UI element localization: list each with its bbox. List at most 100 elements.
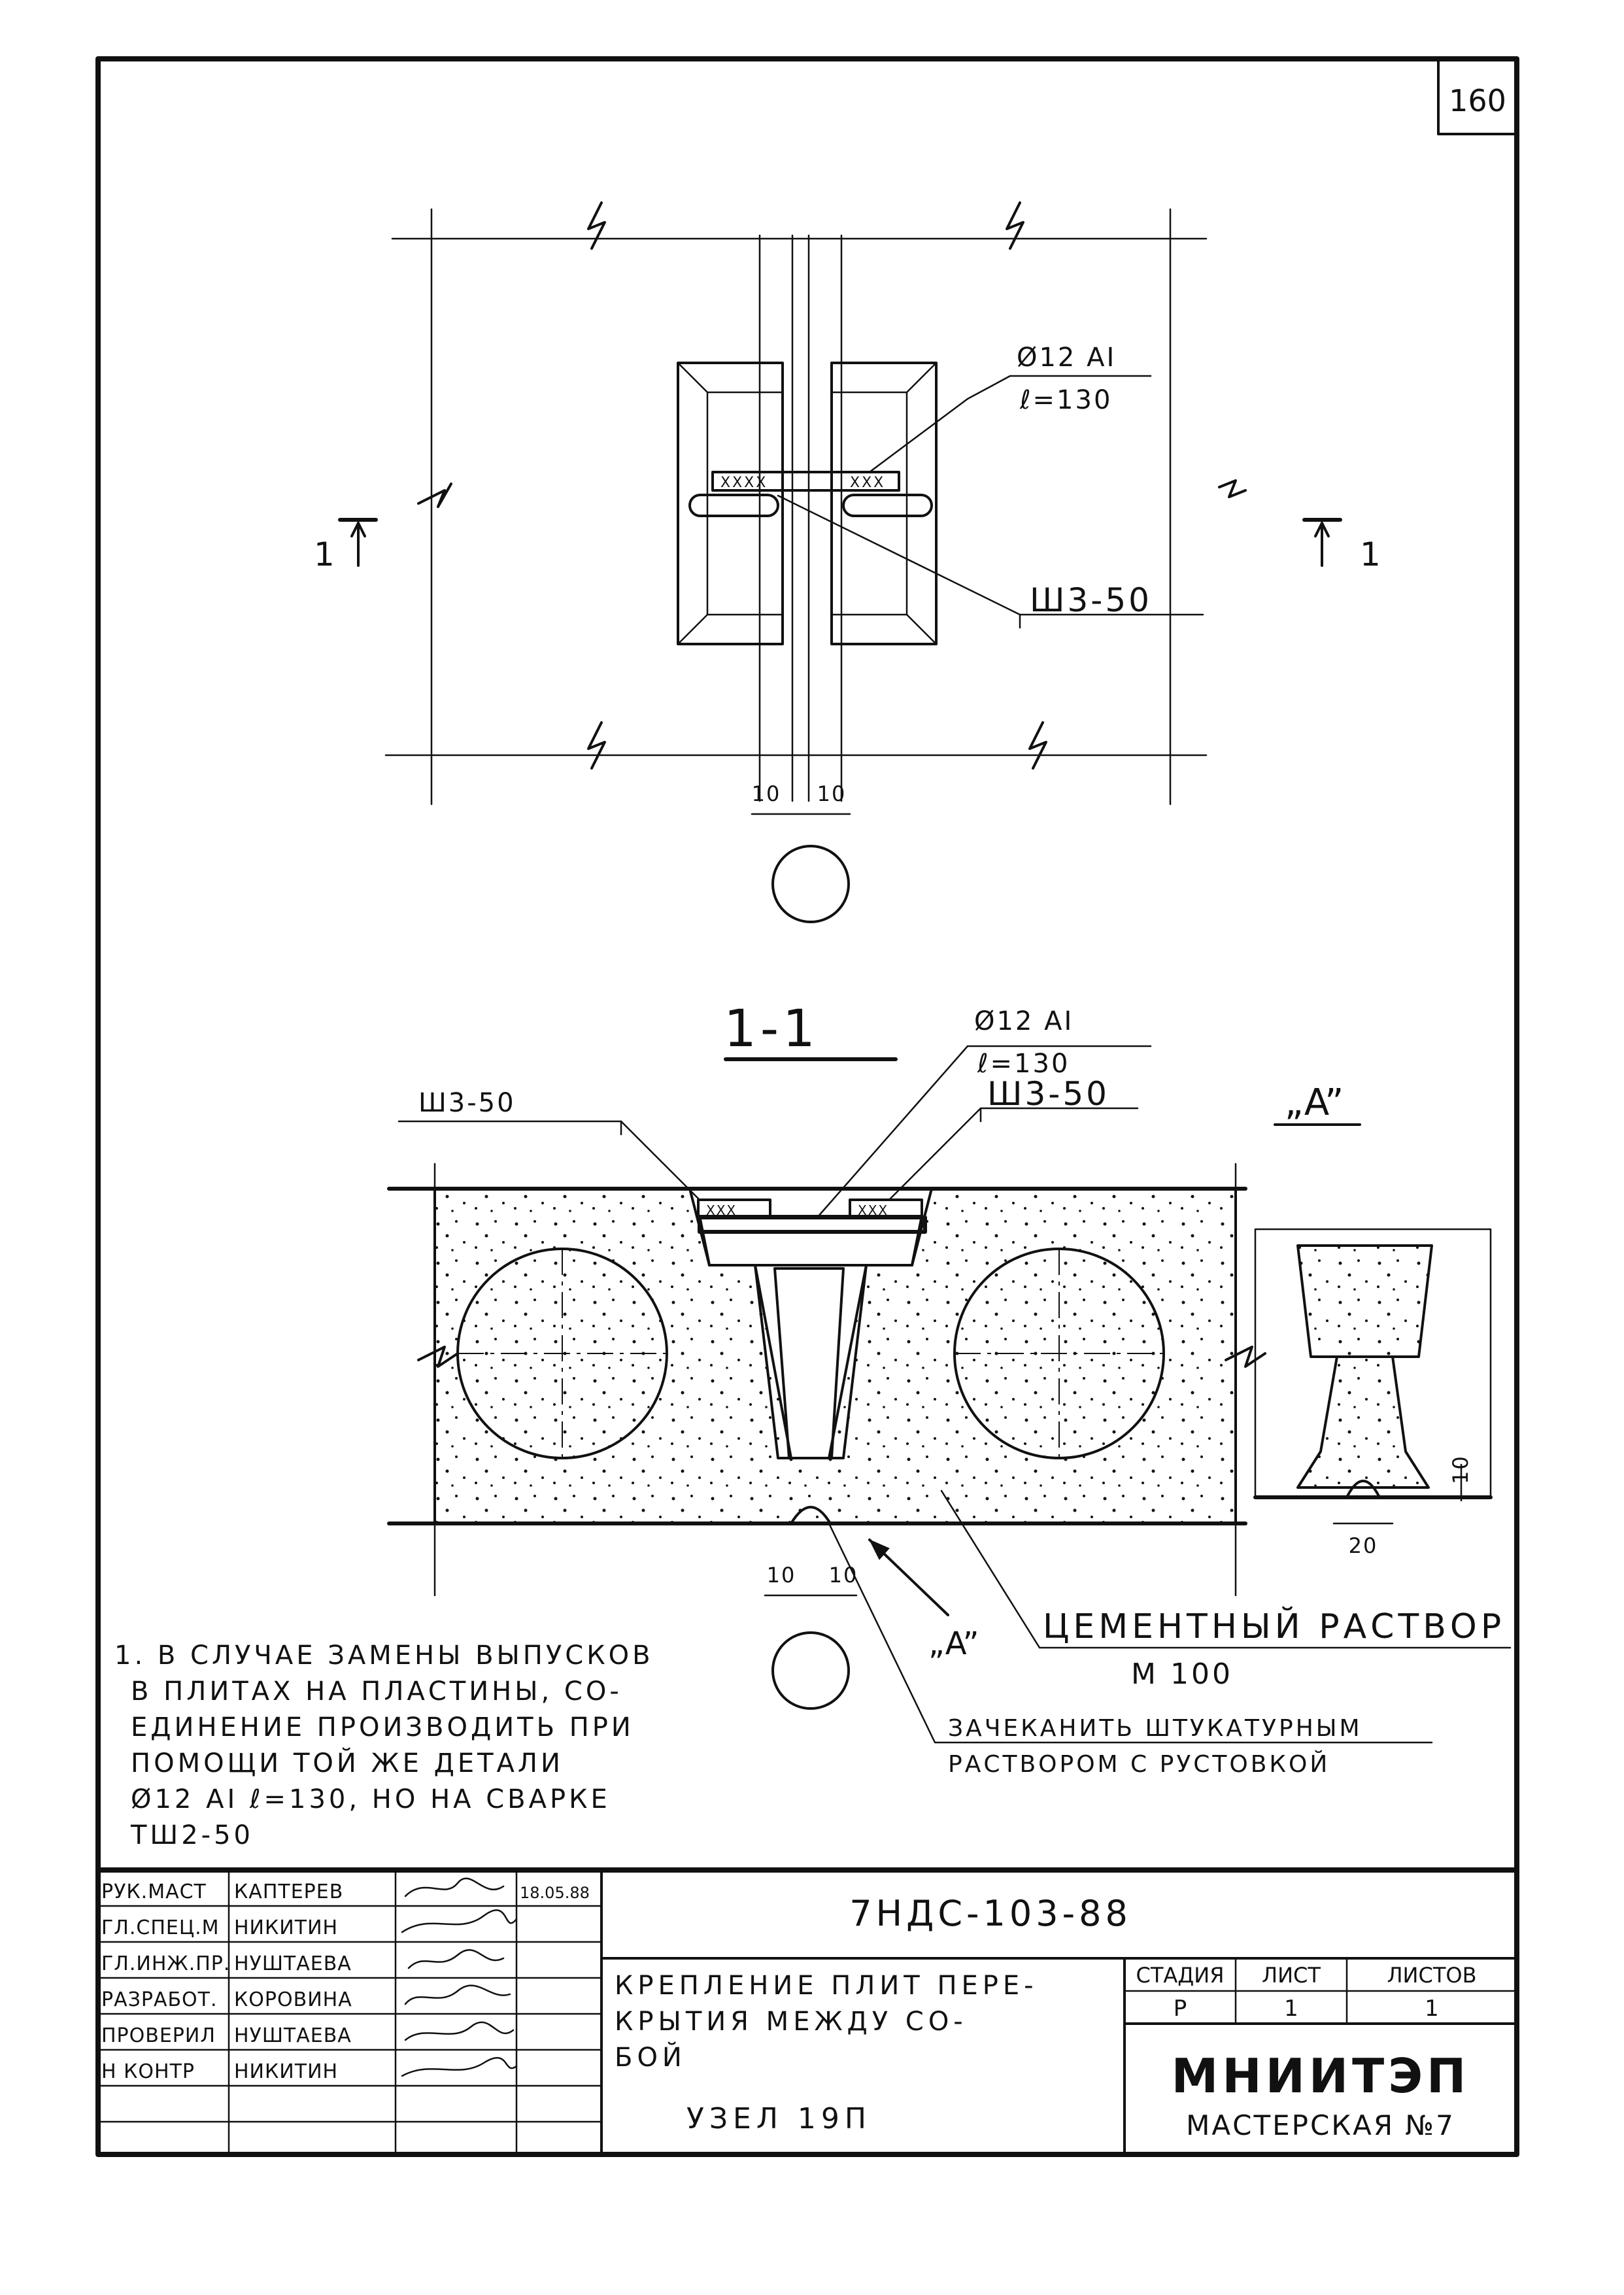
tb-title-line: КРЕПЛЕНИЕ ПЛИТ ПЕРЕ- (615, 1971, 1038, 2001)
section-weld-callout-left: Ш3-50 (418, 1088, 516, 1118)
plan-axis-bubble (771, 845, 850, 923)
note-line: 1. В СЛУЧАЕ ЗАМЕНЫ ВЫПУСКОВ (114, 1640, 654, 1671)
plan-rod-callout-1: Ø12 AI (1017, 343, 1116, 373)
section-dim-right: 10 (829, 1563, 858, 1588)
plan-break-mark (587, 721, 606, 770)
plan-rod-stub-right (842, 494, 933, 517)
section-arrowhead-right (1314, 522, 1330, 537)
signature (407, 1949, 505, 1969)
caulk-leader (828, 1522, 1433, 1744)
tb-sheets-value: 1 (1425, 1996, 1439, 2022)
slab-body-dots (435, 1189, 1236, 1523)
mortar-callout-2: М 100 (1131, 1658, 1233, 1691)
detail-a: „A” 10 20 (1253, 1081, 1493, 1558)
tb-title-line: КРЫТИЯ МЕЖДУ СО- (615, 2007, 968, 2037)
section-rod-leader (816, 1045, 1152, 1219)
section-rod (698, 1216, 927, 1234)
plan-rod-leader (868, 375, 1152, 473)
note-line: ПОМОЩИ ТОЙ ЖЕ ДЕТАЛИ (131, 1747, 564, 1778)
tb-stage-header: СТАДИЯ (1136, 1963, 1225, 1988)
joint-grout-outline (698, 1215, 923, 1266)
joint-bottom-caulk (790, 1506, 832, 1525)
plan-pocket-bevel (905, 613, 938, 645)
tb-name: НИКИТИН (234, 2060, 338, 2083)
signature (401, 2057, 518, 2077)
plan-rod-stub-left (688, 494, 779, 517)
section-rod-callout-1: Ø12 AI (974, 1006, 1074, 1036)
section-dim-left: 10 (767, 1563, 796, 1588)
section-axis-bubble (771, 1631, 850, 1710)
section-marker-left-label: 1 (314, 536, 335, 573)
plan-pocket-right (830, 362, 938, 645)
tb-title-line: БОЙ (615, 2041, 686, 2073)
mortar-callout-1: ЦЕМЕНТНЫЙ РАСТВОР (1043, 1606, 1505, 1646)
tb-name: КАПТЕРЕВ (234, 1880, 343, 1903)
section-arrowhead-left (350, 522, 366, 537)
tb-document-code: 7НДС-103-88 (849, 1893, 1132, 1934)
caulk-callout-2: РАСТВОРОМ С РУСТОВКОЙ (948, 1750, 1330, 1778)
detail-a-grout-top-dots (1298, 1246, 1432, 1357)
plan-pocket-right-inner (830, 391, 908, 616)
sheet-border (95, 56, 1519, 2157)
section-weld-leader-right (888, 1107, 1139, 1201)
plan-rod-callout-2: ℓ=130 (1019, 385, 1112, 415)
plan-dim-right: 10 (817, 781, 847, 806)
note-line: ТШ2-50 (130, 1820, 254, 1850)
note-line: В ПЛИТАХ НА ПЛАСТИНЫ, СО- (131, 1676, 622, 1707)
tb-sheet-header: ЛИСТ (1262, 1963, 1321, 1988)
view-arrowhead-a (868, 1538, 890, 1560)
signature (404, 1877, 505, 1897)
plan-dim-left: 10 (752, 781, 781, 806)
detail-a-title: „A” (1285, 1081, 1344, 1124)
plan-break-mark (1006, 201, 1024, 250)
plan-pocket-bevel (905, 362, 938, 394)
plan-pocket-bevel (677, 362, 709, 394)
plan-weld-bar (711, 471, 900, 492)
plan-weld-callout: Ш3-50 (1030, 581, 1152, 619)
tb-workshop: МАСТЕРСКАЯ №7 (1186, 2109, 1455, 2141)
plan-break-mark (417, 483, 452, 508)
tb-name: НУШТАЕВА (234, 2024, 352, 2047)
section-view: 1-1 XXX XXX Ш3-50 (387, 1000, 1512, 1778)
section-weld-callout-right: Ш3-50 (987, 1075, 1109, 1113)
plan-view: XXXX XXX Ø12 AI ℓ=130 Ш3-50 1 1 10 10 (314, 201, 1381, 923)
section-break-mark (417, 1346, 459, 1368)
sheet-number-box (1437, 58, 1518, 135)
tb-role: ГЛ.СПЕЦ.М (101, 1916, 220, 1939)
signature (404, 1984, 511, 2005)
caulk-callout-1: ЗАЧЕКАНИТЬ ШТУКАТУРНЫМ (948, 1715, 1362, 1742)
plan-pocket-bevel (677, 613, 709, 645)
tb-date: 18.05.88 (520, 1884, 590, 1902)
section-weld-marks: XXX (706, 1202, 737, 1218)
tb-name: НИКИТИН (234, 1916, 338, 1939)
detail-a-dim-height: 10 (1448, 1455, 1473, 1484)
detail-a-dim-width: 20 (1349, 1533, 1378, 1558)
plan-pocket-left (677, 362, 784, 645)
signature (401, 1909, 518, 1933)
tb-name: КОРОВИНА (234, 1988, 352, 2011)
section-marker-right-label: 1 (1360, 536, 1381, 573)
plan-break-mark (587, 201, 606, 250)
detail-a-caulk (1345, 1480, 1381, 1499)
detail-a-neck-dots (1298, 1357, 1429, 1488)
tb-sheet-value: 1 (1284, 1996, 1298, 2022)
sheet-number: 160 (1449, 83, 1506, 118)
title-block: РУК.МАСТ КАПТЕРЕВ ГЛ.СПЕЦ.М НИКИТИН ГЛ.И… (95, 1867, 1519, 2156)
view-marker-a: „A” (928, 1625, 979, 1662)
tb-role: РУК.МАСТ (101, 1880, 207, 1903)
section-rod-callout-2: ℓ=130 (977, 1049, 1070, 1079)
joint-neck (773, 1267, 845, 1459)
tb-role: ПРОВЕРИЛ (101, 2024, 216, 2047)
section-title: 1-1 (724, 1000, 819, 1059)
tb-title-line: УЗЕЛ 19П (686, 2102, 871, 2135)
plan-break-mark (1028, 721, 1047, 770)
tb-org-name: МНИИТЭП (1172, 2048, 1470, 2103)
mortar-leader (940, 1489, 1512, 1649)
plan-break-mark (1218, 479, 1247, 498)
section-weld-marks: XXX (858, 1202, 888, 1218)
plan-weld-marks: XXX (850, 475, 885, 491)
signature (404, 2021, 515, 2041)
tb-sheets-header: ЛИСТОВ (1387, 1963, 1476, 1988)
tb-name: НУШТАЕВА (234, 1952, 352, 1975)
